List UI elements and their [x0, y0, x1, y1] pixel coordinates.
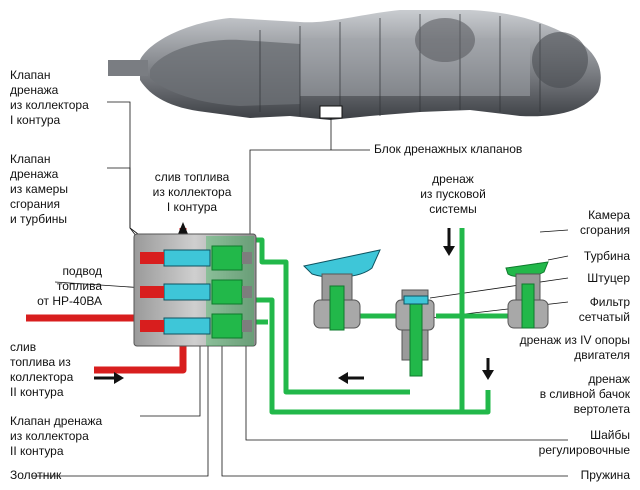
engine-image: [108, 10, 601, 120]
label-turbine: Турбина: [583, 249, 630, 263]
label-filter: Фильтр сетчатый: [578, 295, 630, 324]
arrow-drain-support: [482, 358, 494, 380]
valve-row: [140, 313, 252, 339]
label-drain-tank: дренаж в сливной бачок вертолета: [539, 372, 630, 416]
leader-lines: [32, 101, 569, 477]
label-washers: Шайбы регулировочные: [538, 428, 630, 457]
label-valve-collector-2: Клапан дренажа из коллектора II контура: [10, 414, 103, 458]
valve-row: [140, 279, 252, 305]
label-drain-collector-1: слив топлива из коллектора I контура: [152, 170, 232, 214]
arrow-up-fuel: [178, 222, 188, 234]
arrow-drain-2: [94, 372, 124, 384]
arrow-left: [338, 372, 364, 384]
label-drain-support: дренаж из IV опоры двигателя: [519, 333, 630, 362]
label-drain-block: Блок дренажных клапанов: [374, 142, 523, 156]
valve-row: [140, 245, 252, 271]
label-valve-chamber: Клапан дренажа из камеры сгорания и турб…: [10, 152, 68, 226]
label-drain-collector-2: слив топлива из коллектора II контура: [10, 340, 74, 399]
label-spool: Золотник: [10, 468, 62, 482]
fitting-filter: [395, 289, 435, 377]
combustion-chamber-valve: [302, 249, 381, 331]
arrow-drain-start: [443, 228, 455, 256]
label-combustion-chamber: Камера сгорания: [580, 208, 630, 237]
label-valve-collector-1: Клапан дренажа из коллектора I контура: [10, 68, 89, 127]
label-fuel-supply: подвод топлива от НР-40ВА: [37, 264, 102, 308]
label-spring: Пружина: [580, 468, 630, 482]
label-drain-start-system: дренаж из пусковой системы: [420, 172, 486, 216]
drain-valve-block: [133, 233, 257, 347]
turbine-valve: [505, 261, 549, 329]
label-fitting: Штуцер: [587, 271, 630, 285]
